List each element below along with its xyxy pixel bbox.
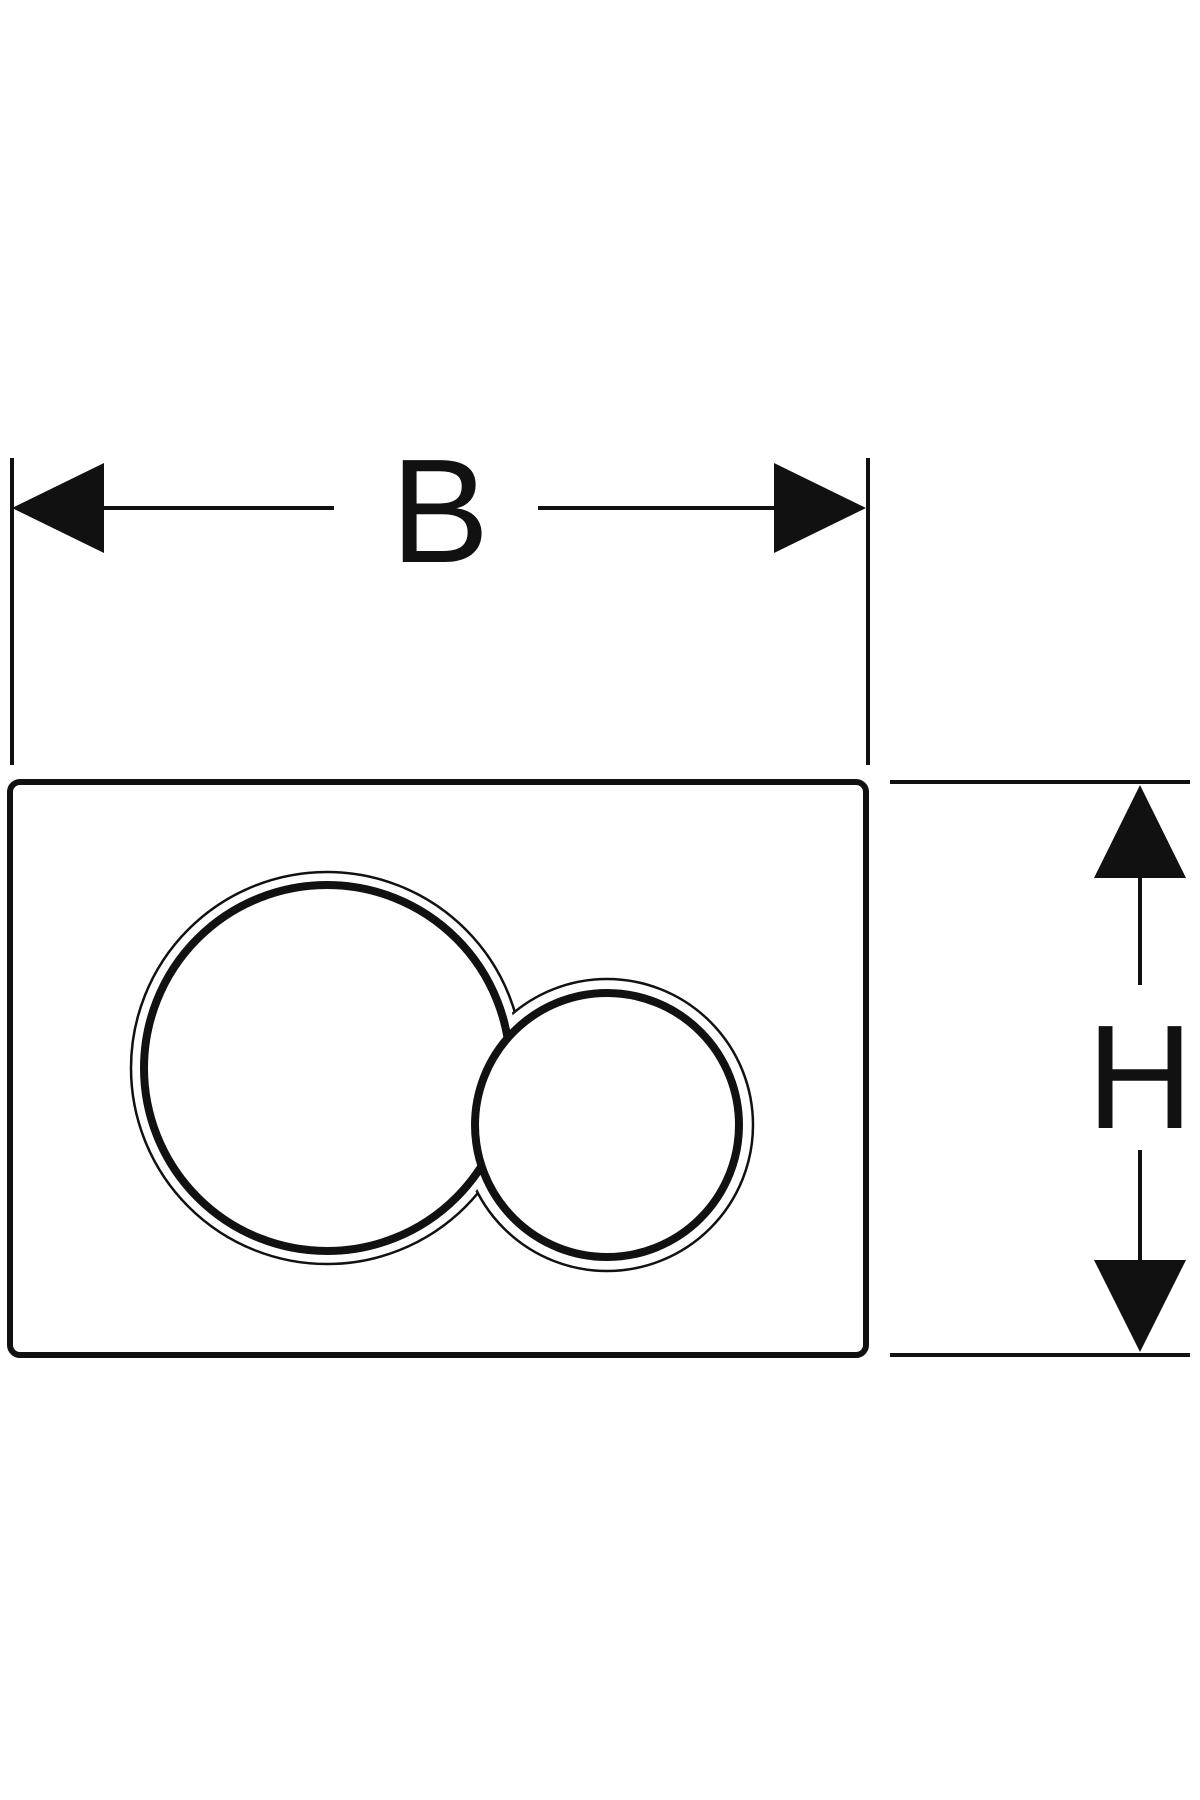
arrow-down-icon [1094, 1260, 1186, 1352]
width-dimension: B [10, 429, 870, 765]
height-dimension: H [890, 780, 1194, 1357]
arrow-up-icon [1094, 785, 1186, 878]
flush-plate-outline [7, 779, 869, 1358]
small-button-ring [471, 989, 743, 1261]
arrow-left-icon [12, 463, 104, 553]
large-button-ring [140, 881, 514, 1255]
height-label: H [1087, 995, 1194, 1160]
flush-buttons [129, 870, 755, 1273]
arrow-right-icon [774, 463, 866, 553]
width-label: B [391, 429, 490, 594]
